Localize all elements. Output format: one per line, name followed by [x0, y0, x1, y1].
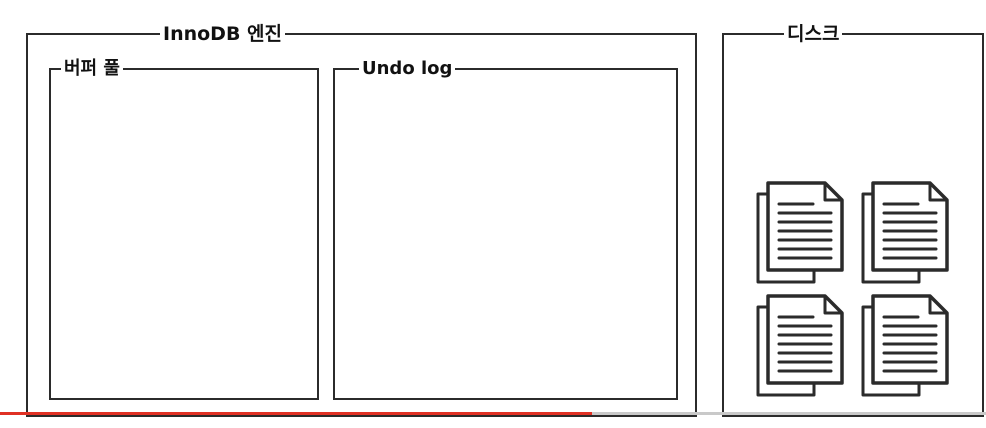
innodb-engine-title: InnoDB 엔진 — [160, 22, 286, 46]
undo-log-box: Undo log — [333, 57, 678, 400]
innodb-engine-box: InnoDB 엔진 — [26, 22, 697, 417]
document-icon — [756, 294, 844, 397]
disk-box: 디스크 — [722, 22, 984, 417]
undo-log-title: Undo log — [359, 57, 456, 81]
document-icon — [756, 181, 844, 284]
document-icon — [861, 294, 949, 397]
buffer-pool-title: 버퍼 풀 — [61, 57, 123, 81]
document-icon — [861, 181, 949, 284]
buffer-pool-box: 버퍼 풀 — [49, 57, 319, 400]
playback-progress-fill — [0, 412, 592, 415]
disk-title: 디스크 — [784, 22, 843, 46]
playback-progress-bar[interactable] — [0, 412, 986, 415]
